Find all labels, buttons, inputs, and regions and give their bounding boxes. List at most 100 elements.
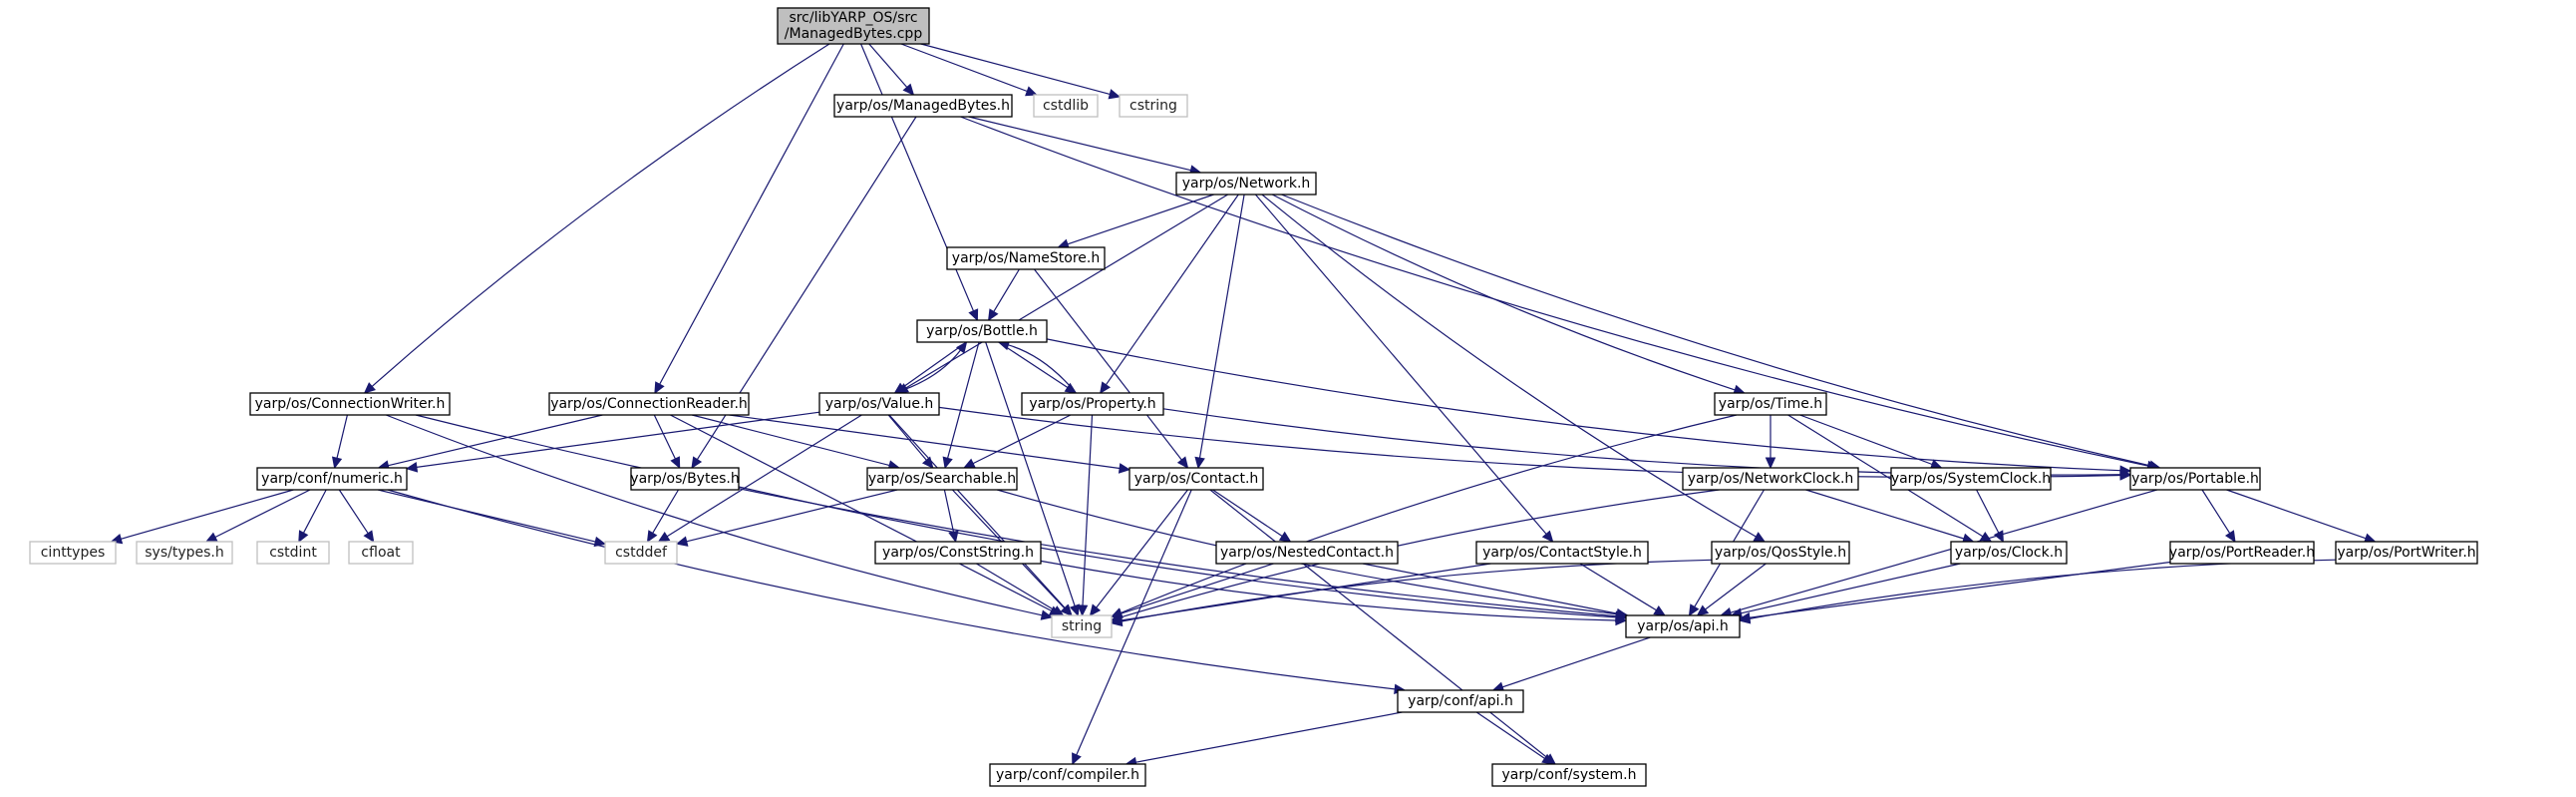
edge-numeric_h-to-cfloat xyxy=(338,489,375,544)
node-box xyxy=(1890,467,2052,491)
edge-numeric_h-to-cinttypes xyxy=(110,489,294,545)
edge-line xyxy=(900,43,1028,93)
edge-line xyxy=(416,411,820,468)
node-conf-api-h[interactable]: yarp/conf/api.h xyxy=(1397,689,1524,713)
edge-line xyxy=(336,414,348,459)
edge-contact_h-to-string xyxy=(1089,489,1188,616)
node-box xyxy=(1682,467,1859,491)
edge-line xyxy=(729,414,1121,470)
node-compiler-h[interactable]: yarp/conf/compiler.h xyxy=(989,763,1146,787)
node-qosstyle-h[interactable]: yarp/os/QosStyle.h xyxy=(1711,541,1850,565)
edge-line xyxy=(652,489,680,534)
node-clock-h[interactable]: yarp/os/Clock.h xyxy=(1950,541,2068,565)
node-portreader-h[interactable]: yarp/os/PortReader.h xyxy=(2169,541,2315,565)
node-box xyxy=(604,541,678,565)
node-label: cinttypes xyxy=(41,545,106,561)
node-label: yarp/os/ConstString.h xyxy=(882,545,1034,561)
node-box xyxy=(1711,541,1850,565)
arrowhead-icon xyxy=(2119,469,2132,480)
arrowhead-icon xyxy=(1072,752,1082,766)
node-networkclock-h[interactable]: yarp/os/NetworkClock.h xyxy=(1682,467,1859,491)
arrowhead-icon xyxy=(363,382,376,394)
node-value-h[interactable]: yarp/os/Value.h xyxy=(818,392,940,416)
node-box xyxy=(1215,541,1399,565)
edge-conststring_h-to-os_api_h xyxy=(1040,560,1628,626)
node-cinttypes: cinttypes xyxy=(29,541,117,565)
arrowhead-icon xyxy=(331,456,343,470)
edge-line xyxy=(302,489,327,534)
node-box xyxy=(136,541,233,565)
edge-line xyxy=(972,414,1072,465)
node-contactstyle-h[interactable]: yarp/os/ContactStyle.h xyxy=(1475,541,1649,565)
edge-line xyxy=(1281,194,2151,467)
node-connectionwriter-h[interactable]: yarp/os/ConnectionWriter.h xyxy=(249,392,451,416)
edge-bottle_h-to-value_h xyxy=(893,341,967,394)
edge-searchable_h-to-conststring_h xyxy=(943,489,959,544)
node-label: yarp/conf/numeric.h xyxy=(261,471,403,487)
edge-contactstyle_h-to-os_api_h xyxy=(1579,563,1667,616)
node-property-h[interactable]: yarp/os/Property.h xyxy=(1021,392,1164,416)
node-bytes-h[interactable]: yarp/os/Bytes.h xyxy=(630,467,740,491)
edge-line xyxy=(968,116,1191,172)
node-box xyxy=(1021,392,1164,416)
arrowhead-icon xyxy=(1753,532,1767,543)
edge-line xyxy=(1096,489,1188,608)
edge-connectionreader_h-to-string xyxy=(670,414,1062,616)
node-label: yarp/os/api.h xyxy=(1637,618,1728,634)
node-portable-h[interactable]: yarp/os/Portable.h xyxy=(2129,467,2261,491)
arrowhead-icon xyxy=(1615,614,1628,626)
edge-systemclock_h-to-clock_h xyxy=(1976,489,2004,544)
node-namestore-h[interactable]: yarp/os/NameStore.h xyxy=(946,246,1106,270)
node-system-h[interactable]: yarp/conf/system.h xyxy=(1491,763,1647,787)
node-conststring-h[interactable]: yarp/os/ConstString.h xyxy=(874,541,1042,565)
arrowhead-icon xyxy=(1765,457,1776,470)
arrowhead-icon xyxy=(1696,604,1710,616)
node-time-h[interactable]: yarp/os/Time.h xyxy=(1714,392,1827,416)
edge-line xyxy=(1212,489,1283,537)
node-nestedcontact-h[interactable]: yarp/os/NestedContact.h xyxy=(1215,541,1399,565)
arrowhead-icon xyxy=(1541,530,1554,543)
node-numeric-h[interactable]: yarp/conf/numeric.h xyxy=(256,467,408,491)
edge-line xyxy=(1162,408,2121,476)
arrowhead-icon xyxy=(1688,603,1700,617)
edge-line xyxy=(1730,489,2157,613)
node-network-h[interactable]: yarp/os/Network.h xyxy=(1175,172,1317,196)
node-root[interactable]: src/libYARP_OS/src/ManagedBytes.cpp xyxy=(777,7,930,45)
node-box xyxy=(1119,94,1188,118)
edge-line xyxy=(938,406,2121,479)
edge-bottle_h-to-property_h xyxy=(998,341,1078,394)
node-box xyxy=(1625,614,1741,638)
node-portwriter-h[interactable]: yarp/os/PortWriter.h xyxy=(2335,541,2478,565)
edge-line xyxy=(377,489,596,543)
edge-managedbytes_h-to-portable_h xyxy=(960,116,2159,472)
node-label: yarp/os/Searchable.h xyxy=(868,471,1016,487)
node-bottle-h[interactable]: yarp/os/Bottle.h xyxy=(916,319,1048,343)
arrowhead-icon xyxy=(675,536,689,547)
node-label: yarp/os/NetworkClock.h xyxy=(1688,471,1854,487)
arrowhead-icon xyxy=(1110,615,1124,627)
edge-value_h-to-numeric_h xyxy=(405,411,820,473)
node-connectionreader-h[interactable]: yarp/os/ConnectionReader.h xyxy=(548,392,750,416)
edge-bottle_h-to-portable_h xyxy=(1046,338,2132,476)
edge-line xyxy=(385,414,1043,616)
edge-line xyxy=(691,414,890,467)
arrowhead-icon xyxy=(654,381,665,395)
edge-numeric_h-to-cstddef xyxy=(377,489,607,548)
node-searchable-h[interactable]: yarp/os/Searchable.h xyxy=(866,467,1018,491)
node-label: yarp/os/Bottle.h xyxy=(926,323,1038,339)
arrowhead-icon xyxy=(1993,530,2004,544)
node-os-api-h[interactable]: yarp/os/api.h xyxy=(1625,614,1741,638)
node-label: cstdlib xyxy=(1043,98,1089,114)
node-label: yarp/os/NestedContact.h xyxy=(1220,545,1394,561)
node-systemclock-h[interactable]: yarp/os/SystemClock.h xyxy=(1890,467,2052,491)
arrowhead-icon xyxy=(948,530,959,544)
edge-line xyxy=(947,341,980,459)
edge-qosstyle_h-to-os_api_h xyxy=(1696,563,1767,616)
node-label: yarp/os/Clock.h xyxy=(1955,545,2063,561)
node-contact-h[interactable]: yarp/os/Contact.h xyxy=(1128,467,1264,491)
node-label: yarp/os/ManagedBytes.h xyxy=(836,98,1010,114)
edge-connectionwriter_h-to-numeric_h xyxy=(331,414,348,470)
node-managedbytes-h[interactable]: yarp/os/ManagedBytes.h xyxy=(833,94,1013,118)
edge-line xyxy=(1976,489,2000,534)
node-box xyxy=(989,763,1146,787)
